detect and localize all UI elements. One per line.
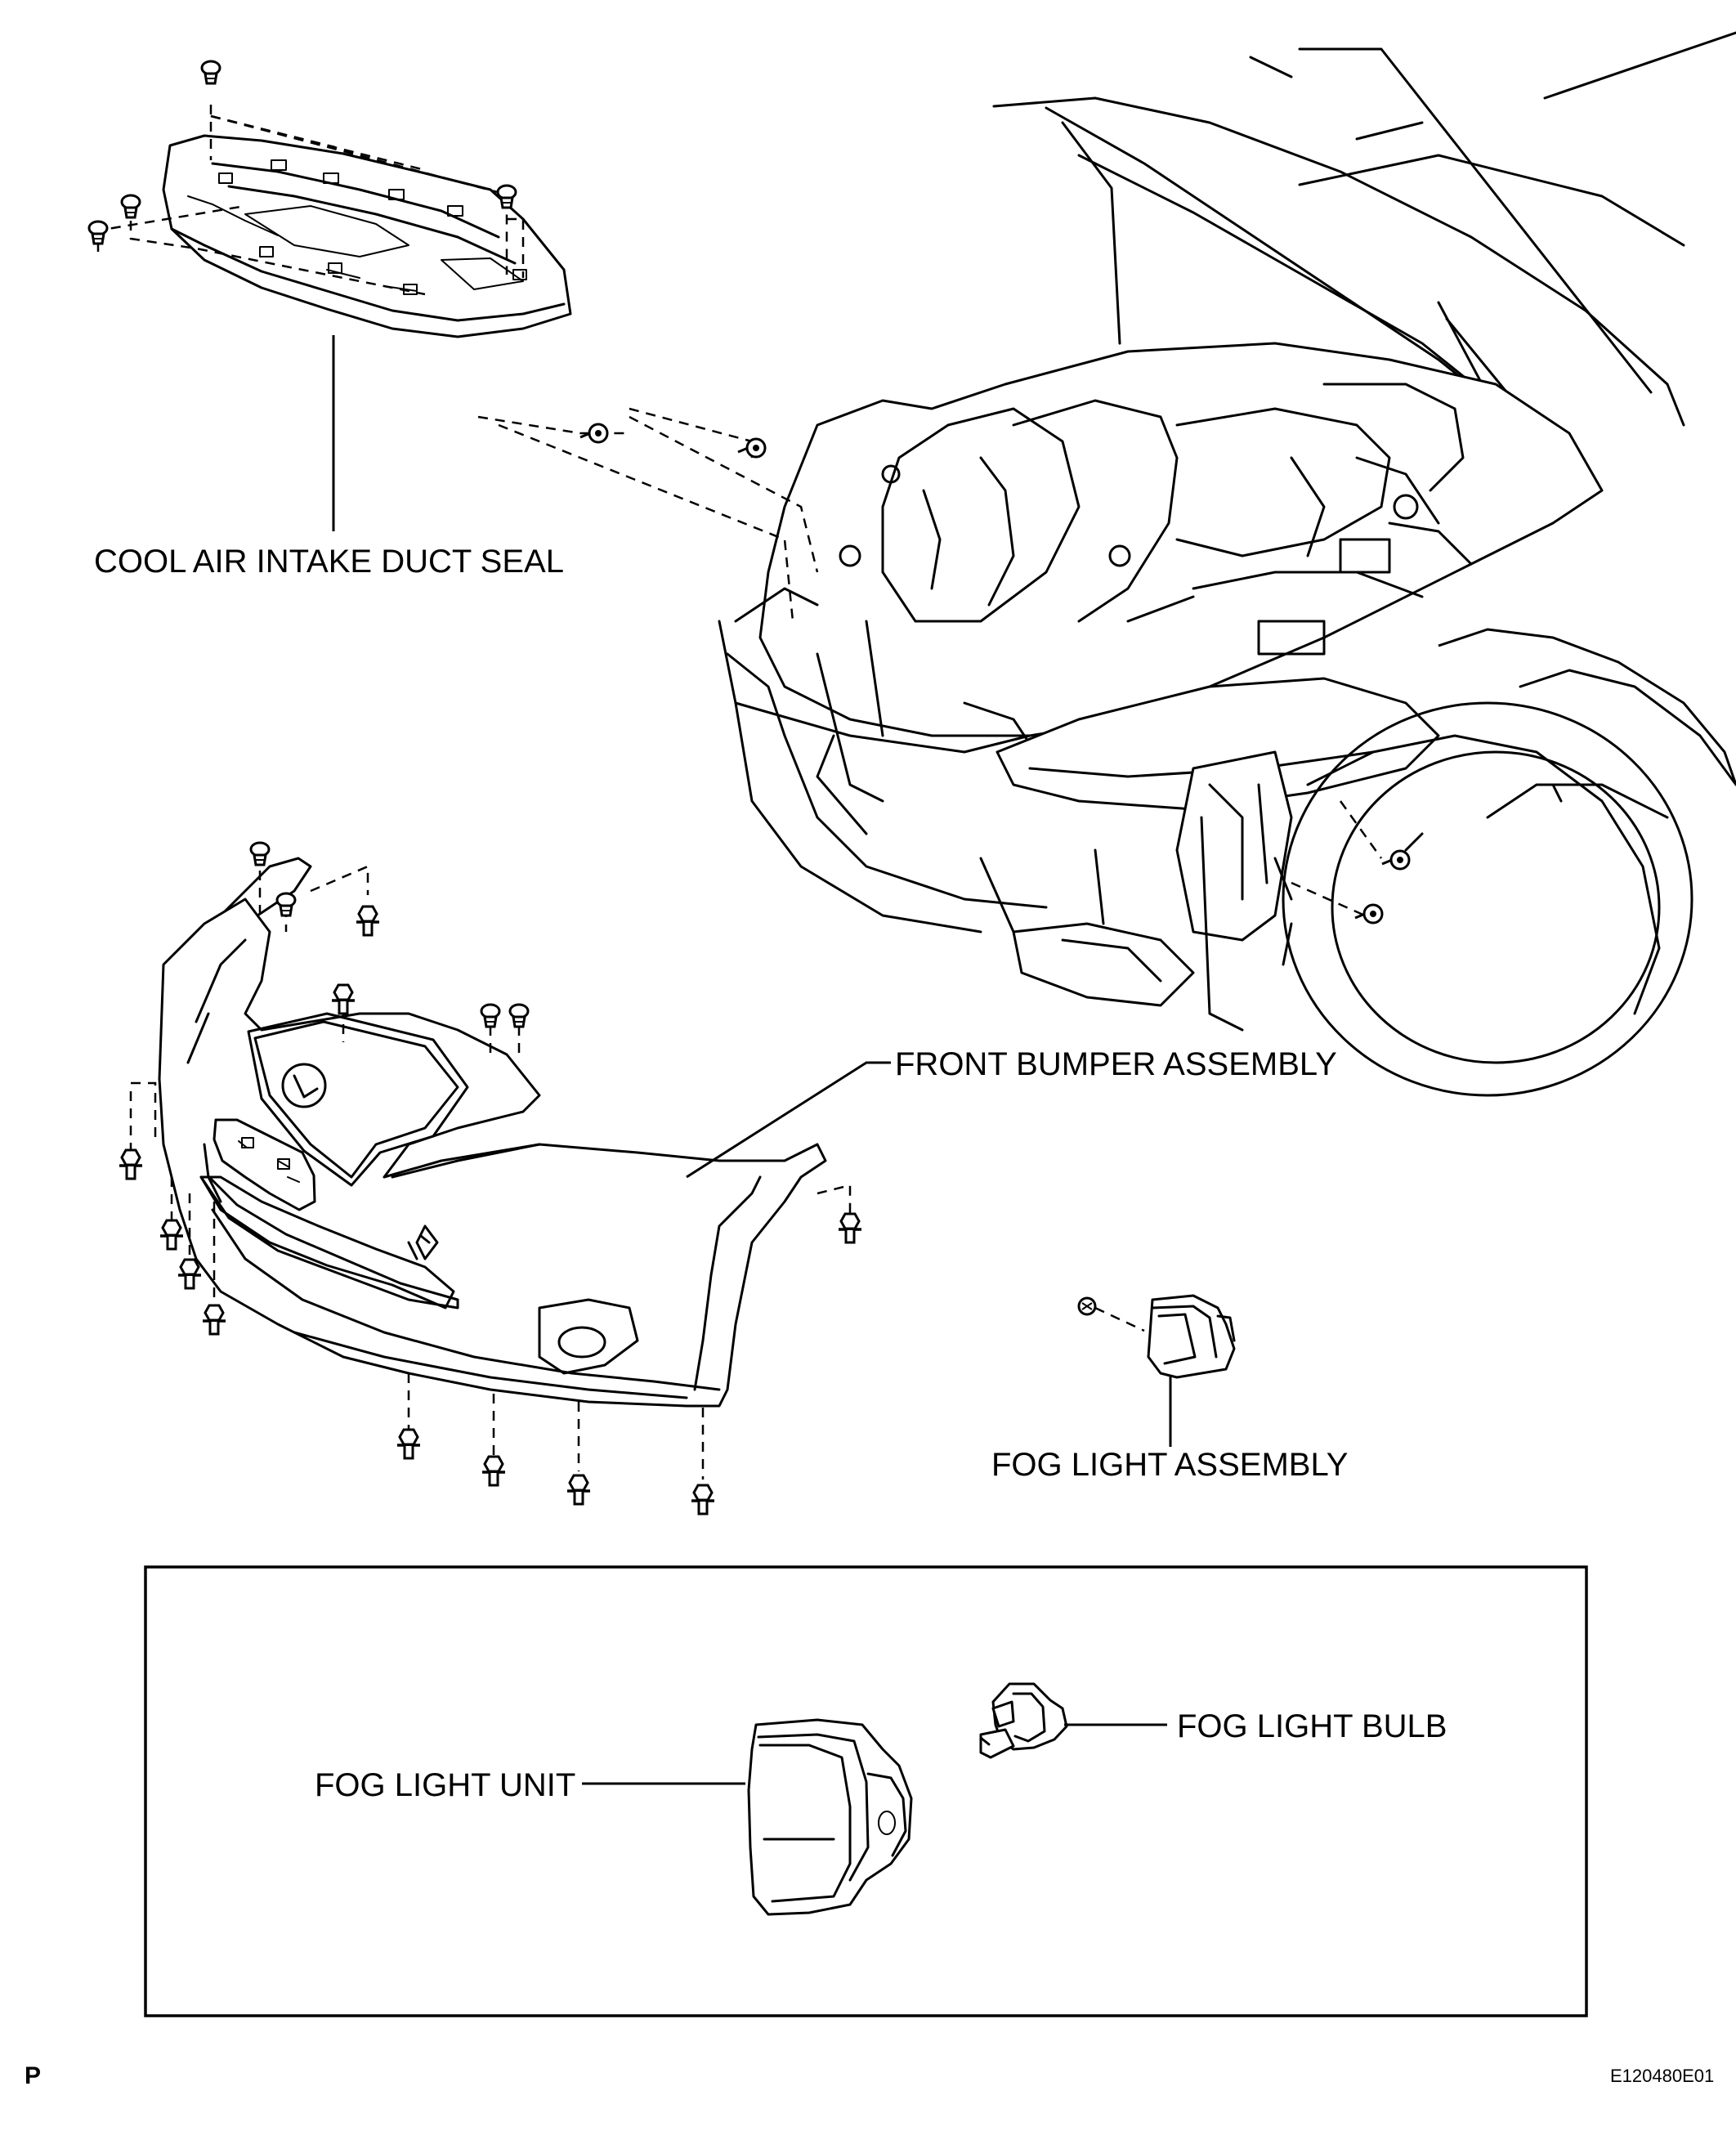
fog-light-assembly-drawing: [1077, 1294, 1236, 1379]
label-cool-air-intake-duct-seal: COOL AIR INTAKE DUCT SEAL: [94, 544, 564, 580]
fog-light-bulb-drawing: [979, 1682, 1068, 1759]
vehicle-front-drawing: [477, 31, 1736, 1097]
figure-id: E120480E01: [1610, 2066, 1714, 2086]
label-fog-light-bulb: FOG LIGHT BULB: [1177, 1708, 1447, 1744]
cool-air-intake-duct-seal-drawing: [87, 60, 572, 338]
label-fog-light-assembly: FOG LIGHT ASSEMBLY: [991, 1447, 1348, 1483]
label-fog-light-unit: FOG LIGHT UNIT: [315, 1767, 575, 1803]
front-bumper-drawing: [118, 841, 863, 1515]
corner-letter: P: [25, 2062, 41, 2089]
fog-light-unit-drawing: [747, 1718, 913, 1916]
label-front-bumper-assembly: FRONT BUMPER ASSEMBLY: [895, 1046, 1337, 1082]
leader-front-bumper-assembly: [686, 1061, 891, 1179]
inset-box: [144, 1565, 1588, 2017]
